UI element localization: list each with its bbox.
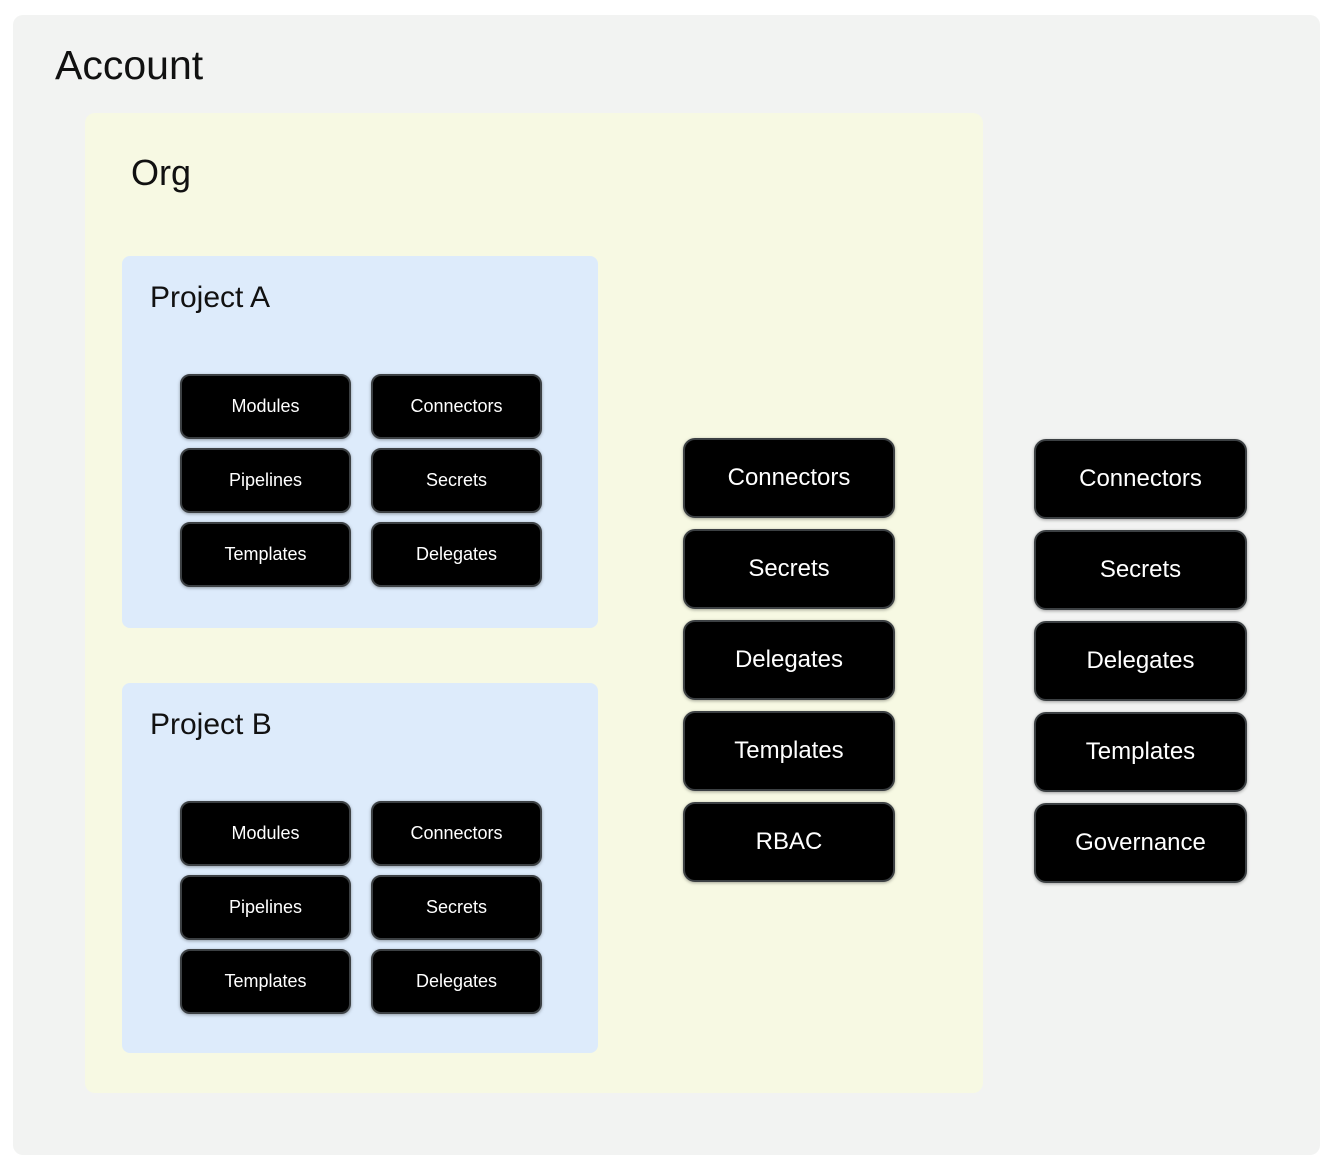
project-b-box: Project B Modules Connectors Pipelines S… — [122, 683, 598, 1053]
project-a-button-grid: Modules Connectors Pipelines Secrets Tem… — [180, 374, 542, 587]
project-b-pipelines-button[interactable]: Pipelines — [180, 875, 351, 940]
project-a-connectors-button[interactable]: Connectors — [371, 374, 542, 439]
project-b-templates-button[interactable]: Templates — [180, 949, 351, 1014]
project-a-secrets-button[interactable]: Secrets — [371, 448, 542, 513]
project-a-delegates-button[interactable]: Delegates — [371, 522, 542, 587]
account-title: Account — [55, 42, 204, 88]
project-b-connectors-button[interactable]: Connectors — [371, 801, 542, 866]
account-templates-button[interactable]: Templates — [1034, 712, 1247, 792]
project-b-button-grid: Modules Connectors Pipelines Secrets Tem… — [180, 801, 542, 1014]
project-b-modules-button[interactable]: Modules — [180, 801, 351, 866]
org-title: Org — [131, 152, 192, 193]
project-b-secrets-button[interactable]: Secrets — [371, 875, 542, 940]
org-delegates-button[interactable]: Delegates — [683, 620, 895, 700]
org-connectors-button[interactable]: Connectors — [683, 438, 895, 518]
org-scope-box: Org Project A Modules Connectors Pipelin… — [85, 113, 983, 1093]
org-rbac-button[interactable]: RBAC — [683, 802, 895, 882]
project-a-title: Project A — [150, 281, 271, 314]
account-button-column: Connectors Secrets Delegates Templates G… — [1034, 439, 1247, 883]
project-b-delegates-button[interactable]: Delegates — [371, 949, 542, 1014]
account-governance-button[interactable]: Governance — [1034, 803, 1247, 883]
project-a-modules-button[interactable]: Modules — [180, 374, 351, 439]
project-a-pipelines-button[interactable]: Pipelines — [180, 448, 351, 513]
project-b-title: Project B — [150, 708, 272, 741]
project-a-templates-button[interactable]: Templates — [180, 522, 351, 587]
org-secrets-button[interactable]: Secrets — [683, 529, 895, 609]
account-scope-box: Account Org Project A Modules Connectors… — [13, 15, 1320, 1155]
account-delegates-button[interactable]: Delegates — [1034, 621, 1247, 701]
account-secrets-button[interactable]: Secrets — [1034, 530, 1247, 610]
project-a-box: Project A Modules Connectors Pipelines S… — [122, 256, 598, 628]
org-button-column: Connectors Secrets Delegates Templates R… — [683, 438, 895, 882]
org-templates-button[interactable]: Templates — [683, 711, 895, 791]
account-connectors-button[interactable]: Connectors — [1034, 439, 1247, 519]
